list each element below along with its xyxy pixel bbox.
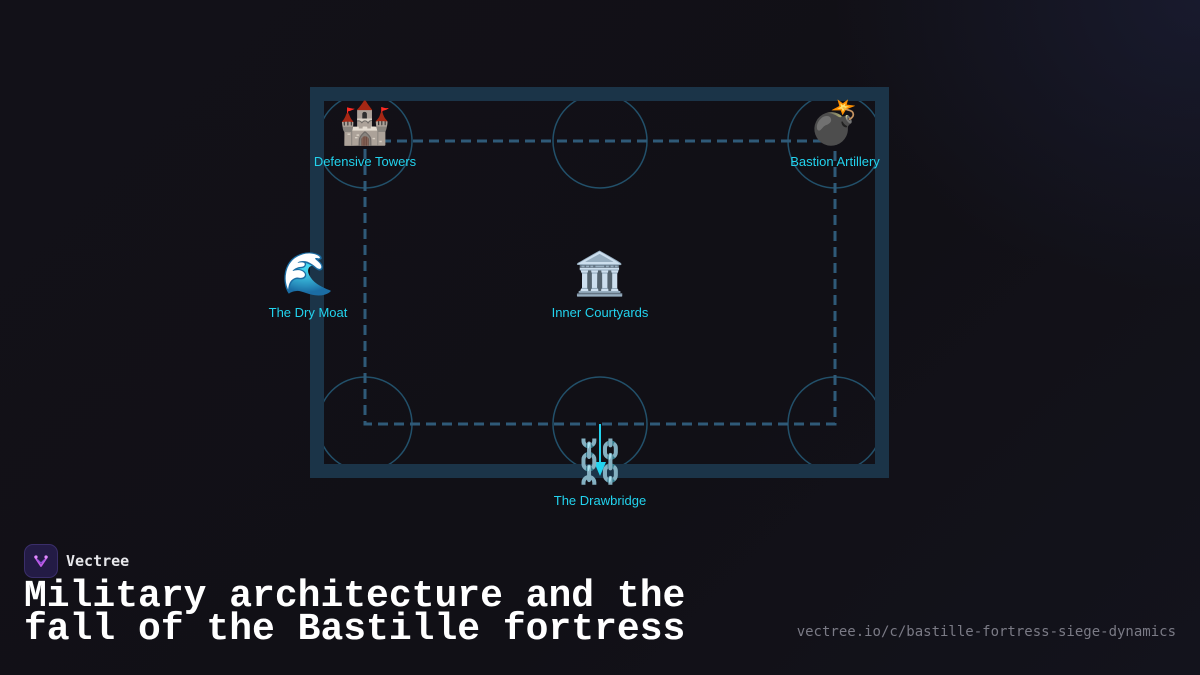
chains-icon: ⛓️ bbox=[573, 438, 627, 485]
tower-circle-top-center bbox=[552, 93, 648, 189]
brand[interactable]: Vectree bbox=[24, 544, 129, 578]
node-defensive-towers[interactable]: 🏰 Defensive Towers bbox=[285, 98, 445, 169]
node-inner-courtyards[interactable]: 🏛️ Inner Courtyards bbox=[520, 249, 680, 320]
inner-dashed-path bbox=[363, 139, 837, 426]
node-label: Defensive Towers bbox=[313, 154, 417, 169]
page-url[interactable]: vectree.io/c/bastille-fortress-siege-dyn… bbox=[796, 624, 1176, 640]
node-label: The Drawbridge bbox=[553, 493, 647, 508]
castle-icon: 🏰 bbox=[338, 99, 392, 146]
node-bastion-artillery[interactable]: 💣 Bastion Artillery bbox=[755, 98, 915, 169]
water-wave-icon: 🌊 bbox=[281, 250, 335, 297]
node-dry-moat[interactable]: 🌊 The Dry Moat bbox=[228, 249, 388, 320]
classical-building-icon: 🏛️ bbox=[573, 250, 627, 297]
page-title: Military architecture and the fall of th… bbox=[24, 575, 686, 651]
node-drawbridge[interactable]: ⛓️ The Drawbridge bbox=[520, 437, 680, 508]
drawbridge-arrow-head bbox=[594, 462, 606, 476]
node-label: Inner Courtyards bbox=[551, 305, 649, 320]
node-label: Bastion Artillery bbox=[790, 154, 880, 169]
bomb-icon: 💣 bbox=[808, 99, 862, 146]
vectree-logo-icon bbox=[24, 544, 58, 578]
node-label: The Dry Moat bbox=[268, 305, 348, 320]
brand-name: Vectree bbox=[66, 552, 130, 570]
